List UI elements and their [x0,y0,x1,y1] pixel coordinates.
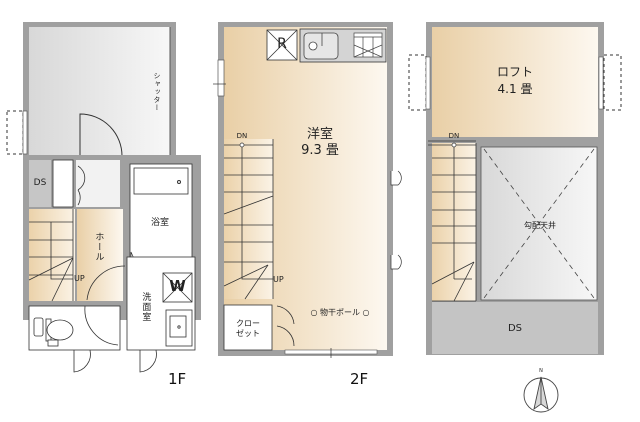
stairs-up-label-2f: UP [273,275,284,284]
void-icon [483,148,595,299]
stairs-down-label-2f: DN [236,132,248,140]
sloped-ceiling-label: 勾配天井 [524,221,556,230]
loft-label: ロフト [496,65,533,79]
fridge-label: R [277,36,287,52]
bath-label: 浴室 [150,218,169,228]
closet-label-1: クロー [236,319,260,328]
hall-label: ホール [93,232,104,262]
stairs-icon [28,209,74,302]
washing-machine-icon [162,272,193,303]
compass-north-label: N [539,368,543,374]
floor-2f [213,22,402,358]
washer-label: W [169,277,186,295]
stairs-icon [428,140,477,302]
western-room-label: 洋室 [306,127,333,142]
stove-icon [353,32,383,58]
window-icon [6,110,24,155]
western-room-size: 9.3 畳 [301,143,339,158]
shutter-label: シャッター [153,72,162,112]
stairs-up-label-1f: UP [74,274,85,283]
loft-size: 4.1 畳 [497,82,533,96]
toilet-icon [33,317,74,347]
compass-icon [523,376,559,413]
floor-label-2f: 2F [350,370,369,388]
stairs-down-label-loft: DN [448,132,460,140]
sink-icon [165,309,193,347]
washroom-label: 洗面室 [140,292,151,322]
kitchen-sink-icon [303,32,339,60]
drying-pole-label: ○ 物干ポール ○ [310,308,370,317]
floor-1f [6,22,201,373]
ds-label-loft: DS [507,323,523,334]
stairs-icon [223,139,274,300]
ds-label-1f: DS [33,178,47,188]
floor-loft [408,22,622,355]
refrigerator-icon [266,29,298,61]
closet-label-2: ゼット [236,329,260,338]
floor-label-1f: 1F [168,370,187,388]
